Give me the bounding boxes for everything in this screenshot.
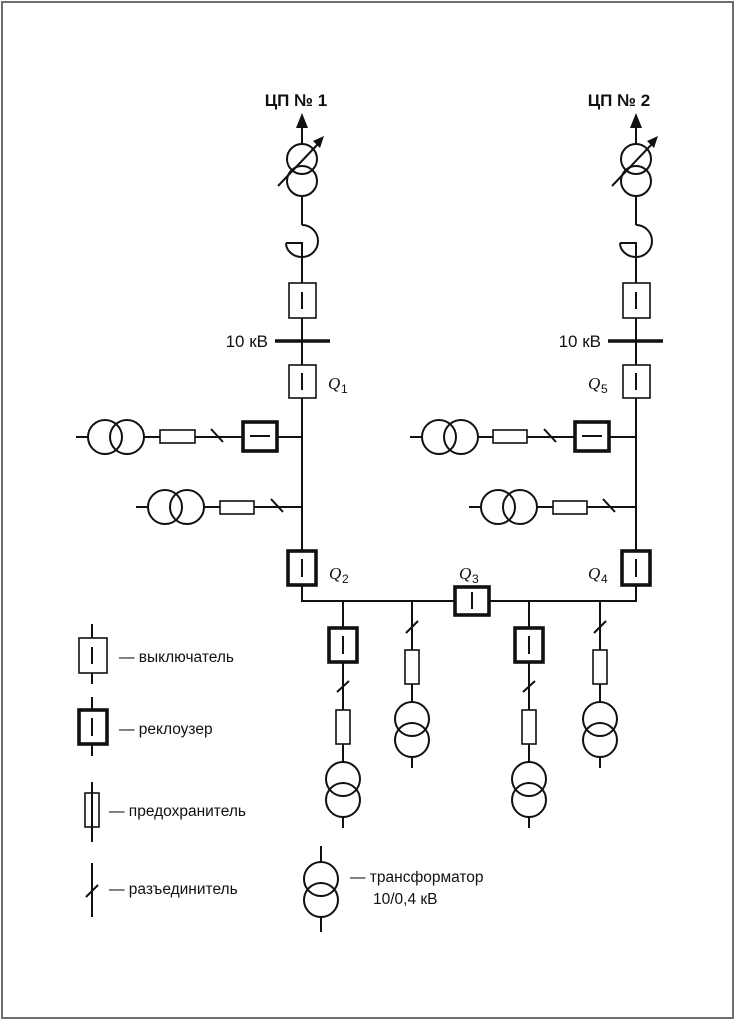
transformer-icon xyxy=(87,419,145,455)
transformer-icon xyxy=(394,701,430,758)
switch-index-q2: 2 xyxy=(342,572,349,586)
fuse-icon xyxy=(552,500,588,515)
disconnector-icon xyxy=(405,620,419,634)
transformer-icon xyxy=(582,701,618,758)
transformer-icon xyxy=(511,761,547,818)
right-branch-1 xyxy=(410,419,636,455)
left-branch-1 xyxy=(76,419,302,455)
arrow-up-icon xyxy=(296,113,308,145)
feeder-b xyxy=(394,601,430,768)
bus-voltage-label-left: 10 кВ xyxy=(226,332,268,351)
switch-label-q3: Q xyxy=(459,564,471,583)
recloser-icon xyxy=(77,708,109,746)
fuse-icon xyxy=(592,649,608,685)
switch-label-q2: Q xyxy=(329,564,341,583)
legend-label-transformer-rating: 10/0,4 кВ xyxy=(373,891,438,908)
legend-label-breaker: — выключатель xyxy=(119,649,234,666)
fuse-icon xyxy=(521,709,537,745)
legend-label-fuse: — предохранитель xyxy=(109,803,246,820)
disconnector-icon xyxy=(543,428,557,443)
disconnector-icon xyxy=(85,884,99,898)
bus-voltage-label-right: 10 кВ xyxy=(559,332,601,351)
left-branch-2 xyxy=(136,489,302,525)
legend-item-transformer: — трансформатор 10/0,4 кВ xyxy=(303,846,484,932)
recloser-icon xyxy=(573,420,611,453)
arrow-up-icon xyxy=(630,113,642,145)
disconnector-icon xyxy=(336,680,350,693)
feeder-d xyxy=(582,601,618,768)
disconnector-icon xyxy=(593,620,607,634)
switch-label-q5: Q xyxy=(588,374,600,393)
source-cp2: ЦП № 2 10 кВ Q 5 xyxy=(559,91,663,551)
fuse-icon xyxy=(159,429,196,444)
switch-label-q1: Q xyxy=(328,374,340,393)
transformer-icon xyxy=(421,419,479,455)
switch-label-q4: Q xyxy=(588,564,600,583)
switch-index-q5: 5 xyxy=(601,382,608,396)
source-title-cp2: ЦП № 2 xyxy=(588,91,651,110)
switch-index-q4: 4 xyxy=(601,572,608,586)
switch-q5: Q 5 xyxy=(588,364,651,399)
disconnector-icon xyxy=(602,498,616,513)
recloser-icon xyxy=(513,626,545,664)
transformer-icon xyxy=(303,861,339,897)
right-branch-2 xyxy=(469,489,636,525)
source-cp1: ЦП № 1 10 кВ Q 1 xyxy=(226,91,348,551)
fuse-icon xyxy=(492,429,528,444)
breaker-icon xyxy=(288,282,317,319)
legend-label-transformer: — трансформатор xyxy=(350,869,484,886)
legend-item-breaker: — выключатель xyxy=(78,624,234,684)
switch-q4: Q 4 xyxy=(588,549,652,587)
source-title-cp1: ЦП № 1 xyxy=(265,91,328,110)
recloser-icon xyxy=(327,626,359,664)
breaker-icon xyxy=(622,282,651,319)
switch-q2: Q 2 xyxy=(286,549,349,587)
fuse-icon xyxy=(404,649,420,685)
disconnector-icon xyxy=(210,428,224,443)
legend-item-disconnector: — разъединитель xyxy=(85,863,238,917)
feeder-c xyxy=(511,601,547,828)
legend-item-recloser: — реклоузер xyxy=(77,697,213,756)
disconnector-icon xyxy=(522,680,536,693)
fuse-icon xyxy=(219,500,255,515)
legend-label-disconnector: — разъединитель xyxy=(109,881,238,898)
regulated-transformer-icon xyxy=(277,136,324,197)
disconnector-icon xyxy=(270,498,284,513)
reactor-icon xyxy=(619,196,653,283)
fuse-icon xyxy=(335,709,351,745)
legend-label-recloser: — реклоузер xyxy=(119,721,213,738)
transformer-icon xyxy=(325,761,361,818)
legend: — выключатель — реклоузер — предохраните… xyxy=(77,624,484,932)
transformer-icon xyxy=(147,489,205,525)
feeder-a xyxy=(325,601,361,828)
regulated-transformer-icon xyxy=(611,136,658,197)
reactor-icon xyxy=(285,196,319,283)
switch-q3: Q 3 xyxy=(453,564,491,617)
switch-index-q1: 1 xyxy=(341,382,348,396)
switch-q1: Q 1 xyxy=(288,364,348,399)
legend-item-fuse: — предохранитель xyxy=(84,782,246,842)
switch-index-q3: 3 xyxy=(472,572,479,586)
transformer-icon xyxy=(480,489,538,525)
recloser-icon xyxy=(241,420,279,453)
